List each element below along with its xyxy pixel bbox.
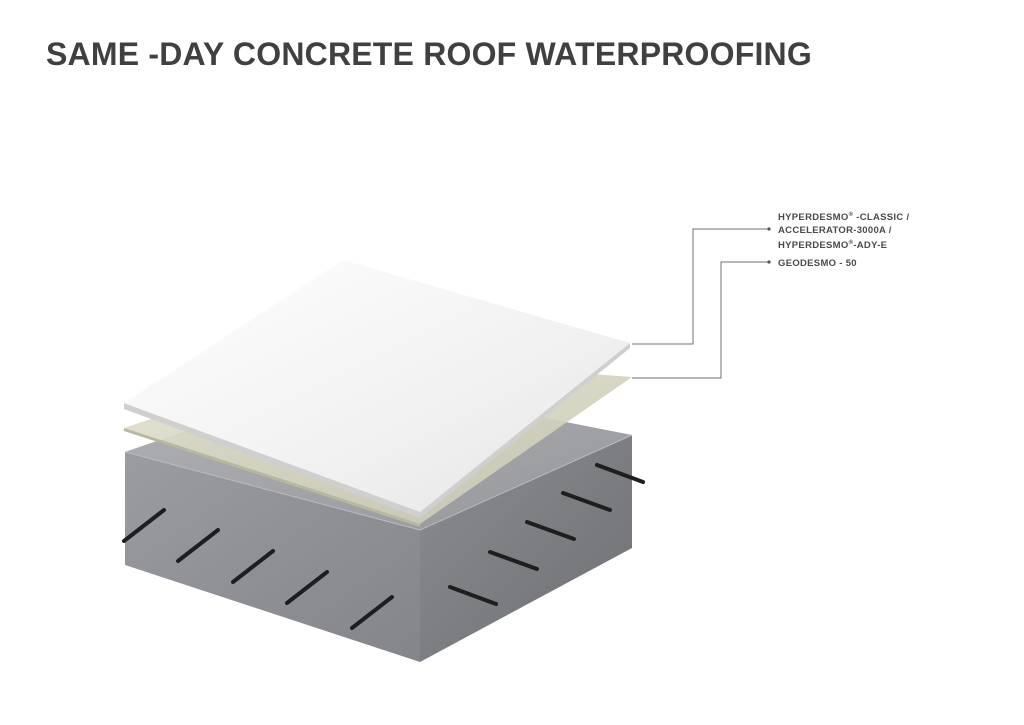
rebar-right-2 — [488, 550, 539, 571]
membrane-label-line-1: HYPERDESMO® -CLASSIC / — [778, 209, 909, 224]
rebar-left-2 — [176, 528, 220, 563]
label-text: -CLASSIC / — [853, 212, 910, 223]
rebar-left-4 — [285, 570, 329, 605]
registered-mark: ® — [848, 212, 854, 218]
label-text: HYPERDESMO — [778, 212, 849, 223]
leader-dot-geotextile — [767, 260, 771, 264]
label-text: -ADY-E — [853, 240, 888, 251]
geotextile-edge — [124, 428, 420, 527]
registered-mark: ® — [848, 240, 854, 246]
concrete-edge-highlight — [124, 434, 633, 531]
leader-lines — [632, 228, 769, 379]
membrane-label-line-3: HYPERDESMO®-ADY-E — [778, 237, 909, 252]
leader-dot-membrane — [767, 227, 771, 231]
membrane-label: HYPERDESMO® -CLASSIC / ACCELERATOR-3000A… — [778, 209, 909, 252]
rebar-right-3 — [525, 520, 576, 541]
page-title: SAME -DAY CONCRETE ROOF WATERPROOFING — [46, 36, 812, 72]
leader-dots — [767, 227, 771, 264]
leader-line-geotextile — [632, 261, 769, 379]
concrete-left-face — [125, 452, 420, 662]
rebar-right-5 — [595, 463, 645, 484]
geotextile-label: GEODESMO - 50 — [778, 258, 857, 269]
leader-line-membrane — [632, 228, 769, 345]
membrane-layer — [124, 260, 630, 518]
membrane-sheet — [124, 260, 630, 512]
rebar-left-1 — [122, 508, 166, 543]
label-text: HYPERDESMO — [778, 240, 849, 251]
rebar-right-4 — [561, 491, 612, 512]
rebar-right-1 — [448, 585, 498, 606]
rebar-left-5 — [350, 595, 394, 630]
membrane-label-line-2: ACCELERATOR-3000A / — [778, 225, 892, 236]
rebar-group — [122, 463, 645, 630]
rebar-left-3 — [231, 549, 275, 584]
concrete-right-face — [420, 435, 632, 662]
